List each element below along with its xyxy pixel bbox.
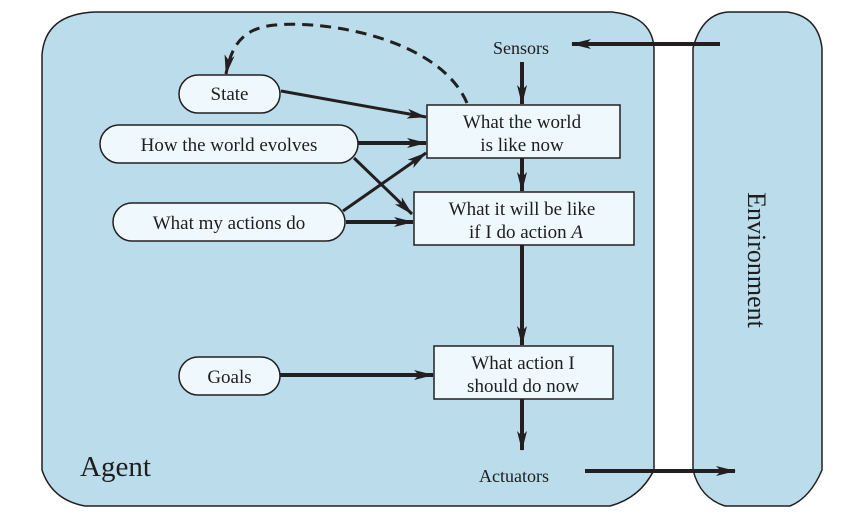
world-evolves-node: How the world evolves [99, 124, 359, 164]
arrow-evolves-to-will-be [352, 156, 414, 216]
goals-label: Goals [207, 367, 251, 388]
state-label: State [211, 84, 249, 105]
state-node: State [178, 74, 281, 114]
goals-node: Goals [178, 356, 281, 396]
action-box: What action I should do now [433, 345, 614, 400]
action-line1: What action I [471, 353, 574, 374]
world-now-line1: What the world [463, 112, 582, 133]
arrow-dashed-world-now-to-state [224, 22, 469, 104]
environment-label: Environment [742, 192, 771, 329]
agent-panel [41, 11, 655, 507]
sensors-label: Sensors [493, 38, 549, 58]
arrow-actions-to-world-now [342, 151, 427, 213]
agent-label: Agent [80, 451, 151, 483]
will-be-action-var: A [569, 222, 583, 243]
will-be-line1: What it will be like [449, 199, 596, 220]
will-be-box: What it will be like if I do action A [413, 191, 635, 246]
world-evolves-label: How the world evolves [141, 135, 318, 156]
environment-panel [692, 11, 823, 507]
actions-do-node: What my actions do [112, 202, 346, 242]
will-be-line2: if I do action A [469, 222, 583, 243]
arrow-state-to-world-now [280, 89, 427, 119]
world-now-box: What the world is like now [426, 104, 621, 159]
action-line2: should do now [467, 376, 579, 397]
actuators-label: Actuators [479, 466, 549, 486]
will-be-line2-prefix: if I do action [469, 222, 571, 243]
actions-do-label: What my actions do [153, 213, 306, 234]
world-now-line2: is like now [480, 135, 564, 156]
